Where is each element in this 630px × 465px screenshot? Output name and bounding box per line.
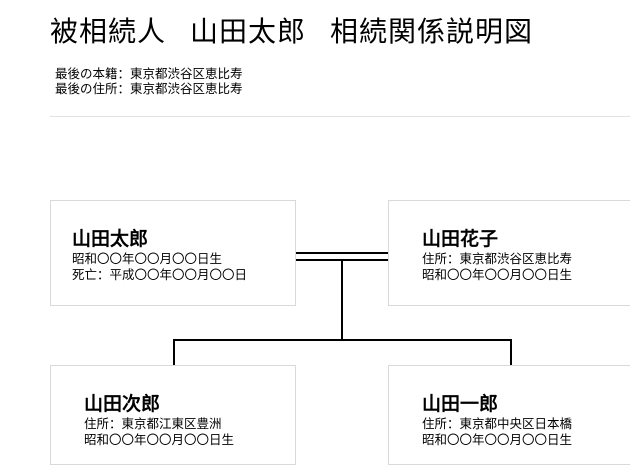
person-detail-address: 住所：東京都中央区日本橋 bbox=[422, 416, 573, 431]
decedent-meta: 最後の本籍：東京都渋谷区恵比寿 最後の住所：東京都渋谷区恵比寿 bbox=[55, 66, 243, 96]
person-name: 山田花子 bbox=[422, 228, 499, 250]
person-name: 山田一郎 bbox=[422, 393, 499, 415]
last-registered-domicile: 最後の本籍：東京都渋谷区恵比寿 bbox=[55, 66, 243, 81]
title-label: 被相続人 bbox=[50, 15, 167, 48]
person-detail-birth: 昭和〇〇年〇〇月〇〇日生 bbox=[72, 251, 223, 266]
person-detail-birth: 昭和〇〇年〇〇月〇〇日生 bbox=[422, 267, 573, 282]
person-name: 山田次郎 bbox=[84, 393, 161, 415]
person-detail-birth: 昭和〇〇年〇〇月〇〇日生 bbox=[422, 432, 573, 447]
relationship-lines bbox=[173, 252, 512, 365]
person-detail-address: 住所：東京都江東区豊洲 bbox=[84, 416, 222, 431]
header-divider bbox=[50, 116, 630, 117]
person-name: 山田太郎 bbox=[72, 228, 149, 250]
title-document-name: 相続関係説明図 bbox=[330, 15, 534, 48]
person-box-child-jiro: 山田次郎 住所：東京都江東区豊洲 昭和〇〇年〇〇月〇〇日生 bbox=[50, 365, 296, 465]
title-decedent-name: 山田太郎 bbox=[190, 15, 307, 48]
person-detail-address: 住所：東京都渋谷区恵比寿 bbox=[422, 251, 573, 266]
person-detail-death: 死亡：平成〇〇年〇〇月〇〇日 bbox=[72, 267, 248, 282]
last-address: 最後の住所：東京都渋谷区恵比寿 bbox=[55, 81, 243, 96]
page-title: 被相続人山田太郎相続関係説明図 bbox=[50, 10, 557, 50]
person-box-decedent: 山田太郎 昭和〇〇年〇〇月〇〇日生 死亡：平成〇〇年〇〇月〇〇日 bbox=[50, 200, 296, 306]
person-detail-birth: 昭和〇〇年〇〇月〇〇日生 bbox=[84, 432, 235, 447]
person-box-spouse: 山田花子 住所：東京都渋谷区恵比寿 昭和〇〇年〇〇月〇〇日生 bbox=[388, 200, 630, 306]
person-box-child-ichiro: 山田一郎 住所：東京都中央区日本橋 昭和〇〇年〇〇月〇〇日生 bbox=[388, 365, 630, 465]
